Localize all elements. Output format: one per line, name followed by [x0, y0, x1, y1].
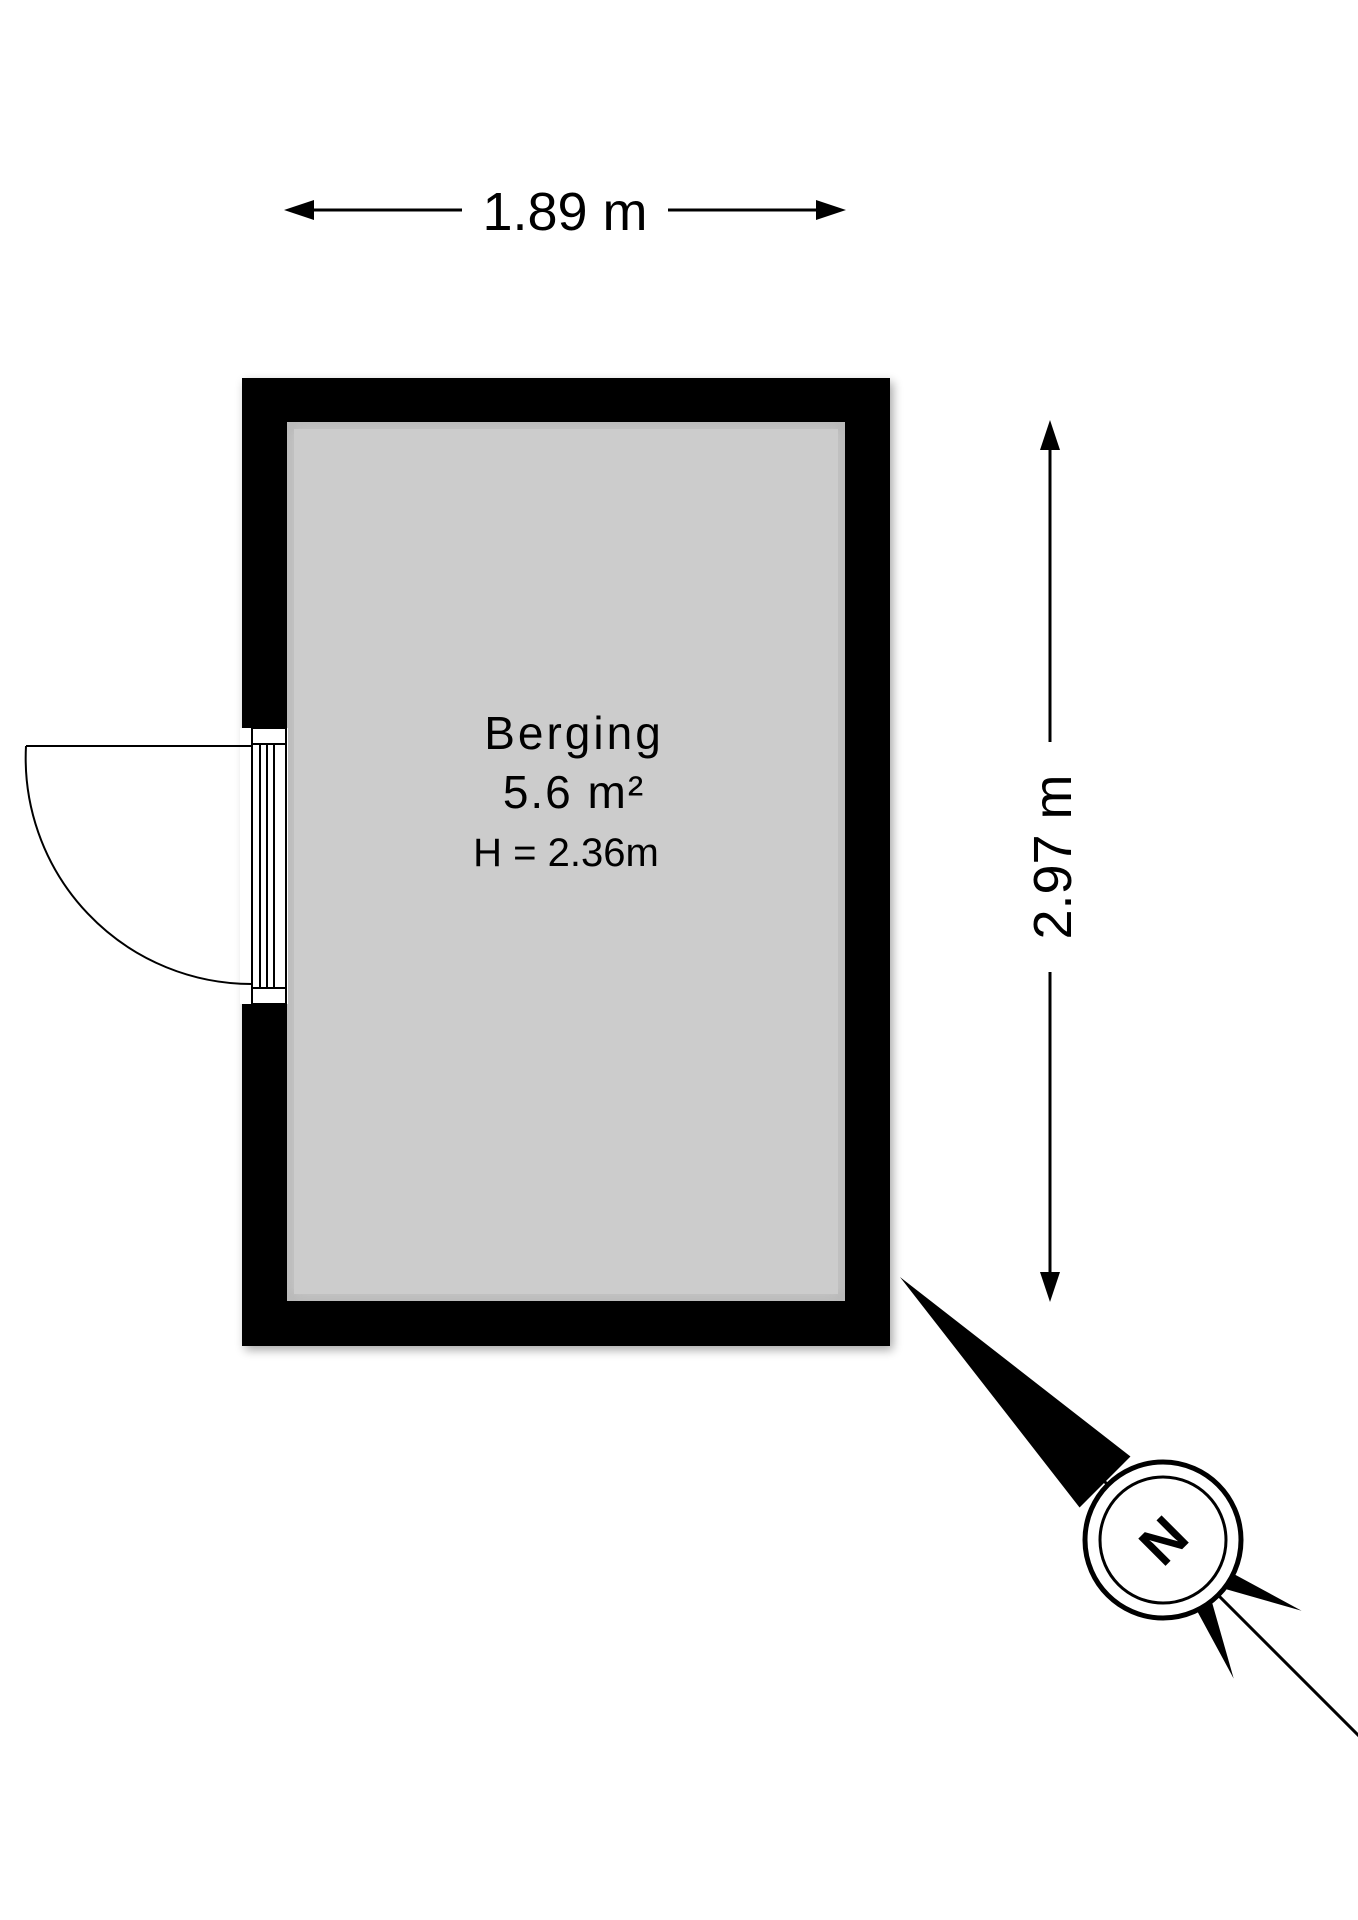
width-label: 1.89 m [482, 182, 647, 242]
door [24, 727, 288, 1005]
north-arrow-icon: N [899, 1276, 1358, 1800]
height-dimension: 2.97 m [1023, 420, 1083, 1302]
room-floor [282, 417, 850, 1306]
room-ceiling-height: H = 2.36m [473, 831, 659, 875]
room-name: Berging [484, 707, 664, 759]
door-swing-icon [24, 745, 253, 986]
room-label: Berging 5.6 m² H = 2.36m [473, 707, 664, 875]
height-label: 2.97 m [1023, 774, 1083, 939]
width-dimension: 1.89 m [284, 182, 846, 242]
room-area: 5.6 m² [503, 766, 645, 818]
